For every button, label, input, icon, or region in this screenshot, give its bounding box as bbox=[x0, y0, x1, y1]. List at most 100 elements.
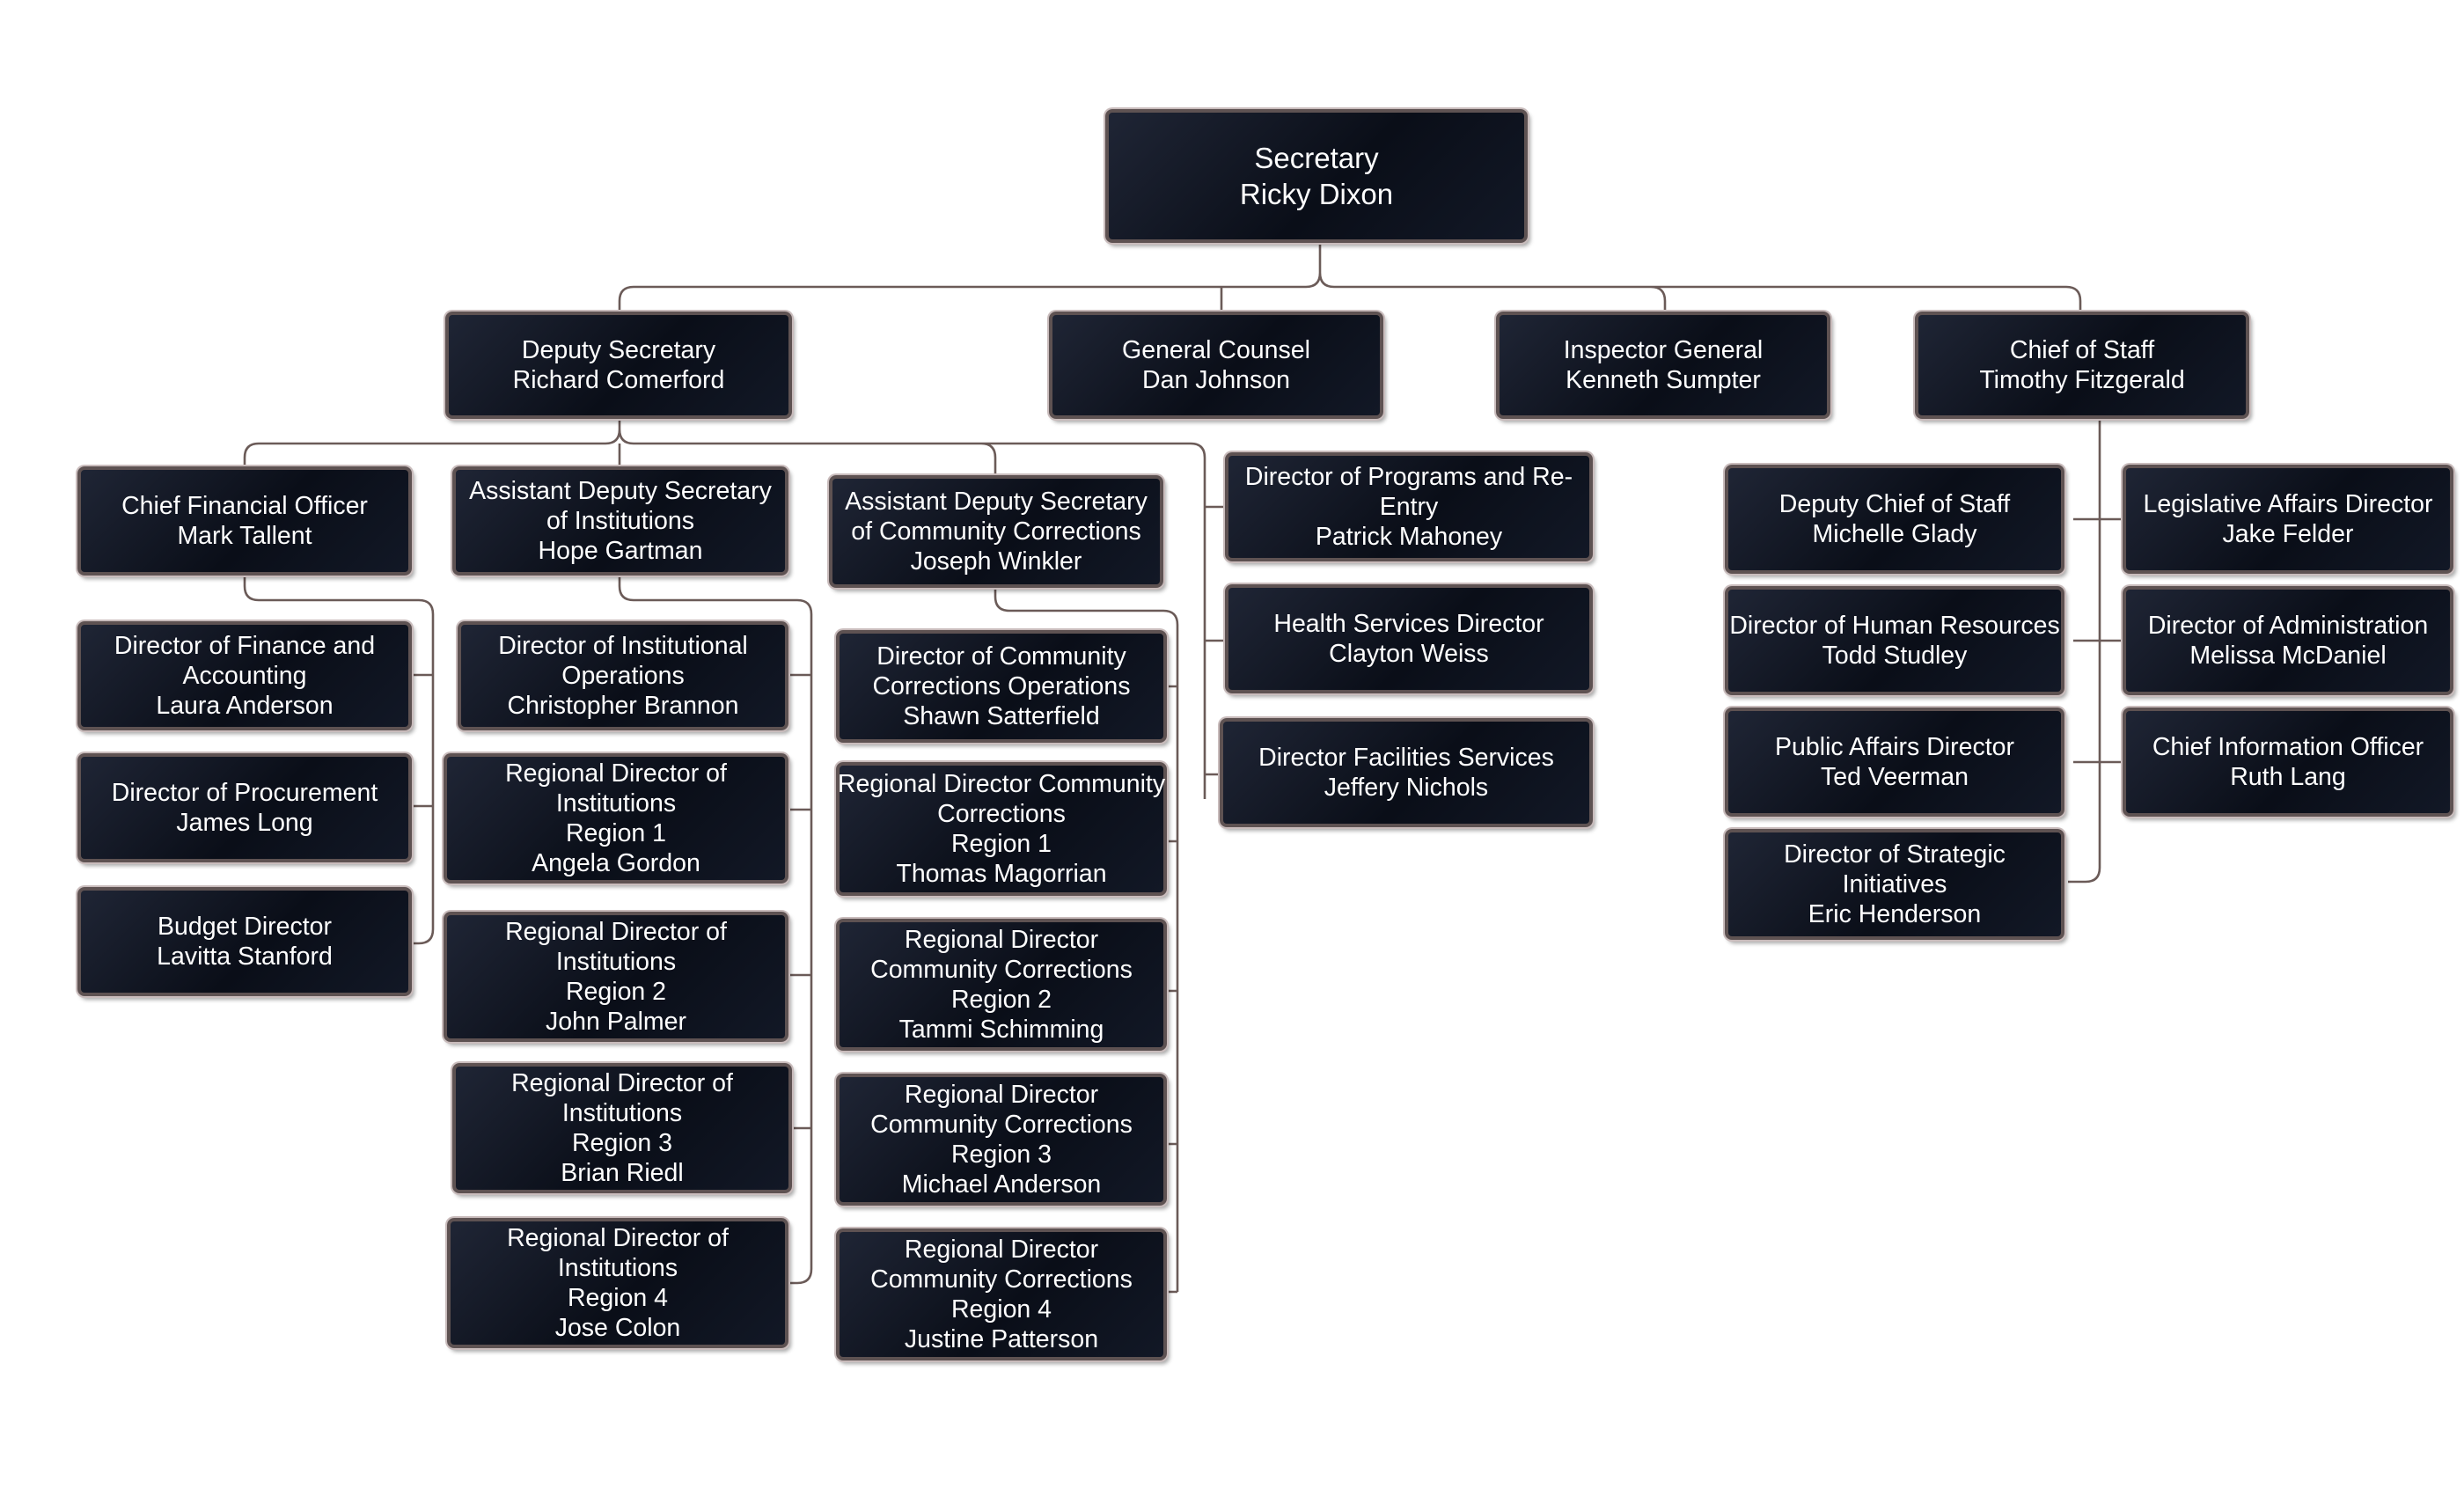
node-title: Operations bbox=[561, 662, 685, 690]
node-public-affairs-director[interactable]: Public Affairs Director Ted Veerman bbox=[1725, 708, 2064, 817]
node-health-services-director[interactable]: Health Services Director Clayton Weiss bbox=[1225, 584, 1593, 693]
node-title: Assistant Deputy Secretary bbox=[845, 488, 1148, 516]
node-director-facilities-services[interactable]: Director Facilities Services Jeffery Nic… bbox=[1220, 718, 1593, 827]
node-title: of Institutions bbox=[546, 507, 694, 535]
node-regional-director-institutions-region2[interactable]: Regional Director of Institutions Region… bbox=[444, 912, 788, 1042]
node-asst-deputy-community-corrections[interactable]: Assistant Deputy Secretary of Community … bbox=[829, 475, 1163, 588]
node-chief-information-officer[interactable]: Chief Information Officer Ruth Lang bbox=[2123, 708, 2453, 817]
node-regional-director-community-region1[interactable]: Regional Director Community Corrections … bbox=[836, 762, 1167, 896]
node-title: Budget Director bbox=[157, 913, 332, 941]
node-region: Region 3 bbox=[571, 1129, 673, 1157]
node-person-name: James Long bbox=[176, 809, 313, 837]
node-title: Public Affairs Director bbox=[1775, 733, 2014, 761]
node-title: Director of Administration bbox=[2147, 612, 2429, 640]
node-inspector-general[interactable]: Inspector General Kenneth Sumpter bbox=[1496, 312, 1830, 419]
node-person-name: Patrick Mahoney bbox=[1315, 523, 1503, 551]
node-title: Director Facilities Services bbox=[1258, 744, 1554, 772]
node-title: Director of Strategic bbox=[1784, 840, 2006, 869]
node-budget-director[interactable]: Budget Director Lavitta Stanford bbox=[77, 887, 412, 996]
node-asst-deputy-institutions[interactable]: Assistant Deputy Secretary of Institutio… bbox=[452, 466, 788, 576]
node-title: Institutions bbox=[555, 948, 677, 976]
node-title: Institutions bbox=[555, 789, 677, 818]
node-director-finance-accounting[interactable]: Director of Finance and Accounting Laura… bbox=[77, 621, 412, 730]
connector-chief-of-staff-branch bbox=[2068, 415, 2123, 884]
node-secretary[interactable]: Secretary Ricky Dixon bbox=[1105, 109, 1528, 243]
node-title: Accounting bbox=[182, 662, 307, 690]
node-director-community-corrections-operations[interactable]: Director of Community Corrections Operat… bbox=[836, 630, 1167, 743]
node-person-name: Ted Veerman bbox=[1821, 763, 1969, 791]
node-person-name: Lavitta Stanford bbox=[157, 942, 333, 971]
node-region: Region 4 bbox=[567, 1284, 669, 1312]
node-title: Regional Director bbox=[904, 926, 1099, 954]
node-title: Regional Director of bbox=[505, 759, 727, 788]
node-title: Deputy Secretary bbox=[521, 336, 716, 364]
node-deputy-chief-of-staff[interactable]: Deputy Chief of Staff Michelle Glady bbox=[1725, 465, 2064, 574]
connector-cfo-branch bbox=[243, 574, 435, 945]
node-region: Region 3 bbox=[950, 1140, 1052, 1169]
node-deputy-secretary[interactable]: Deputy Secretary Richard Comerford bbox=[445, 312, 792, 419]
node-person-name: Mark Tallent bbox=[177, 522, 312, 550]
node-director-programs-reentry[interactable]: Director of Programs and Re- Entry Patri… bbox=[1225, 452, 1593, 561]
node-region: Region 1 bbox=[950, 830, 1052, 858]
node-director-institutional-operations[interactable]: Director of Institutional Operations Chr… bbox=[458, 621, 788, 730]
node-regional-director-community-region2[interactable]: Regional Director Community Corrections … bbox=[836, 919, 1167, 1051]
node-director-human-resources[interactable]: Director of Human Resources Todd Studley bbox=[1725, 586, 2064, 695]
node-person-name: Kenneth Sumpter bbox=[1566, 366, 1761, 394]
node-title: Inspector General bbox=[1563, 336, 1764, 364]
node-person-name: Justine Patterson bbox=[904, 1325, 1099, 1353]
node-director-procurement[interactable]: Director of Procurement James Long bbox=[77, 753, 412, 862]
node-title: Health Services Director bbox=[1273, 610, 1544, 638]
node-person-name: Jose Colon bbox=[554, 1314, 681, 1342]
node-title: Entry bbox=[1379, 493, 1439, 521]
node-title: Deputy Chief of Staff bbox=[1778, 490, 2011, 518]
node-person-name: Jake Felder bbox=[2222, 520, 2354, 548]
node-title: Initiatives bbox=[1842, 870, 1947, 898]
node-chief-of-staff[interactable]: Chief of Staff Timothy Fitzgerald bbox=[1915, 312, 2249, 419]
node-regional-director-community-region3[interactable]: Regional Director Community Corrections … bbox=[836, 1074, 1167, 1206]
node-title: Director of Institutional bbox=[498, 632, 748, 660]
node-person-name: Thomas Magorrian bbox=[896, 860, 1107, 888]
node-title: Director of Procurement bbox=[111, 779, 378, 807]
node-title: Chief of Staff bbox=[2009, 336, 2155, 364]
node-person-name: Laura Anderson bbox=[156, 692, 334, 720]
node-regional-director-community-region4[interactable]: Regional Director Community Corrections … bbox=[836, 1228, 1167, 1360]
node-title: Institutions bbox=[561, 1099, 683, 1127]
node-director-administration[interactable]: Director of Administration Melissa McDan… bbox=[2123, 586, 2453, 695]
node-title: Director of Finance and bbox=[114, 632, 376, 660]
node-person-name: Dan Johnson bbox=[1142, 366, 1290, 394]
connector-community-branch bbox=[994, 586, 1179, 1294]
node-regional-director-institutions-region4[interactable]: Regional Director of Institutions Region… bbox=[447, 1218, 788, 1348]
node-title: Community Corrections bbox=[870, 1111, 1133, 1139]
node-title: Regional Director Community bbox=[837, 770, 1166, 798]
node-person-name: Richard Comerford bbox=[512, 366, 725, 394]
node-person-name: Jeffery Nichols bbox=[1324, 774, 1489, 802]
node-title: General Counsel bbox=[1122, 336, 1310, 364]
node-title: Community Corrections bbox=[870, 1265, 1133, 1294]
node-person-name: Tammi Schimming bbox=[898, 1016, 1104, 1044]
node-regional-director-institutions-region3[interactable]: Regional Director of Institutions Region… bbox=[452, 1063, 792, 1193]
node-title: Corrections Operations bbox=[872, 672, 1131, 700]
node-legislative-affairs-director[interactable]: Legislative Affairs Director Jake Felder bbox=[2123, 465, 2453, 574]
node-director-strategic-initiatives[interactable]: Director of Strategic Initiatives Eric H… bbox=[1725, 829, 2064, 940]
node-general-counsel[interactable]: General Counsel Dan Johnson bbox=[1049, 312, 1383, 419]
node-chief-financial-officer[interactable]: Chief Financial Officer Mark Tallent bbox=[77, 466, 412, 576]
node-region: Region 2 bbox=[565, 978, 667, 1006]
node-person-name: Todd Studley bbox=[1822, 642, 1968, 670]
node-person-name: John Palmer bbox=[546, 1008, 686, 1036]
node-regional-director-institutions-region1[interactable]: Regional Director of Institutions Region… bbox=[444, 753, 788, 884]
node-person-name: Clayton Weiss bbox=[1329, 640, 1489, 668]
node-title: Assistant Deputy Secretary bbox=[469, 477, 772, 505]
node-title: Regional Director bbox=[904, 1236, 1099, 1264]
node-title: Community Corrections bbox=[870, 956, 1133, 984]
node-person-name: Shawn Satterfield bbox=[903, 702, 1100, 730]
node-title: Regional Director of bbox=[505, 918, 727, 946]
node-person-name: Christopher Brannon bbox=[507, 692, 739, 720]
connector-secretary-level2 bbox=[618, 242, 2082, 312]
node-region: Region 1 bbox=[565, 819, 667, 847]
node-title: Regional Director of bbox=[507, 1224, 729, 1252]
node-person-name: Ricky Dixon bbox=[1239, 178, 1394, 210]
node-person-name: Michelle Glady bbox=[1812, 520, 1977, 548]
node-person-name: Timothy Fitzgerald bbox=[1979, 366, 2185, 394]
